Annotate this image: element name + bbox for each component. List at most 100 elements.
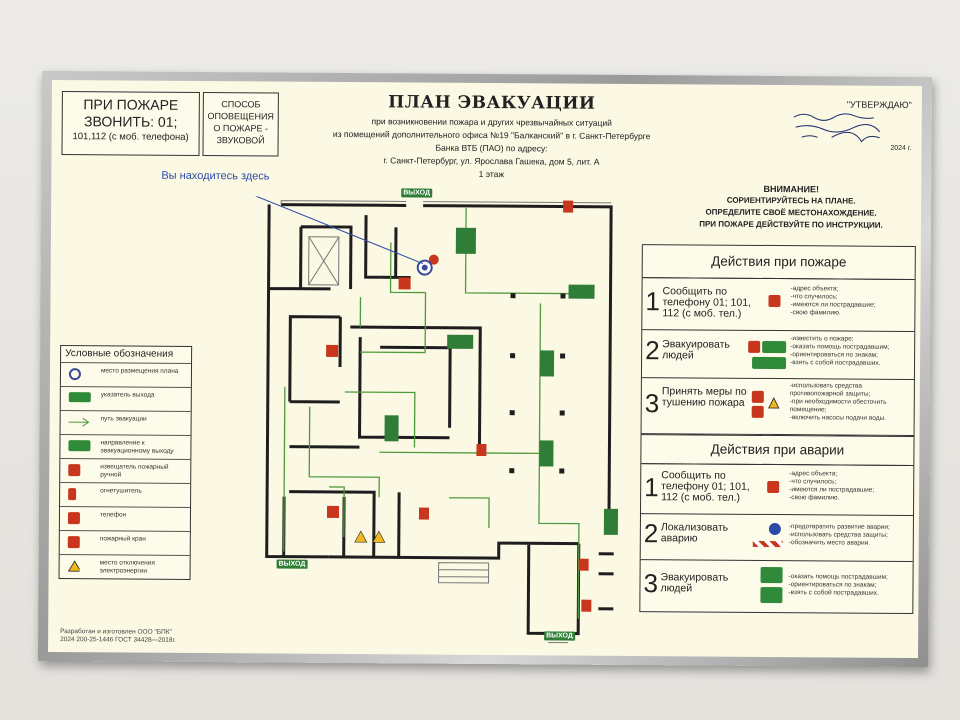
note: -включить насосы подачи воды.	[789, 414, 887, 422]
plan-exit-signs	[384, 227, 619, 535]
attention-block: ВНИМАНИЕ! СОРИЕНТИРУЙТЕСЬ НА ПЛАНЕ. ОПРЕ…	[691, 182, 891, 231]
evacuation-direction-icon	[68, 440, 91, 452]
floor-plan	[248, 196, 619, 644]
step-number: 1	[644, 472, 659, 503]
legend-item: место размещения плана	[60, 362, 192, 388]
step-text: Сообщить по телефону 01; 101, 112 (с моб…	[661, 469, 750, 504]
exit-sign-icon	[752, 356, 787, 370]
step-number: 3	[643, 568, 659, 599]
legend-label: пожарный кран	[99, 535, 146, 543]
telephone-icon	[768, 294, 781, 308]
fire-alarm-button-icon	[68, 464, 81, 477]
step-number: 2	[645, 335, 660, 366]
title-line-4: г. Санкт-Петербург, ул. Ярослава Гашека,…	[383, 155, 600, 167]
plan-thin-lines	[280, 200, 612, 644]
plan-fire-equipment	[326, 200, 592, 612]
step-text: Принять меры по тушению пожара	[661, 385, 747, 409]
legend-label: направление к эвакуационному выходу	[100, 439, 174, 455]
legend-item: путь эвакуации	[60, 410, 191, 436]
page-title: ПЛАН ЭВАКУАЦИИ	[388, 92, 596, 114]
fire-call-mobile: 101,112 (с моб. телефона)	[72, 131, 189, 143]
step-text: Эвакуировать людей	[662, 338, 730, 362]
fire-extinguisher-icon	[476, 443, 487, 457]
legend-panel: Условные обозначения место размещения пл…	[58, 345, 193, 580]
legend-title: Условные обозначения	[65, 348, 174, 360]
telephone-icon	[767, 480, 780, 494]
fire-extinguisher-icon	[563, 200, 574, 213]
step-notes: -оказать помощь пострадавшим; -ориентиро…	[788, 573, 887, 598]
title-line-3: Банка ВТБ (ПАО) по адресу:	[435, 142, 548, 154]
step-notes: -адрес объекта; -что случилось; -имеются…	[789, 470, 874, 503]
footer-line-2: 2024 200-25-1446 ГОСТ 34428—2018г.	[60, 636, 176, 644]
note: -взять с собой пострадавших.	[788, 589, 879, 597]
fire-actions-panel: Действия при пожаре 1 Сообщить по телефо…	[640, 244, 916, 437]
legend-label: место отключения электроэнергии	[99, 559, 155, 575]
step-notes: -предотвратить развитие аварии; -использ…	[789, 523, 890, 548]
step-notes: -адрес объекта; -что случилось; -имеются…	[790, 285, 875, 318]
exit-badge-bottom-right: ВЫХОД	[544, 631, 575, 641]
step-text: Локализовать аварию	[660, 521, 729, 545]
exit-direction-sign	[539, 350, 555, 377]
legend-label: телефон	[99, 511, 127, 519]
step-number: 3	[644, 388, 660, 419]
exit-sign-icon	[68, 392, 91, 403]
approval-stamp: "УТВЕРЖДАЮ" 2024 г.	[791, 99, 912, 160]
legend-item: извещатель пожарный ручной	[60, 458, 191, 484]
evacuation-path-icon	[68, 417, 90, 427]
fire-step-2: 2 Эвакуировать людей -известить о пожаре…	[641, 329, 915, 380]
attention-line-3: ПРИ ПОЖАРЕ ДЕЙСТВУЙТЕ ПО ИНСТРУКЦИИ.	[699, 219, 883, 230]
evacuation-direction-icon	[762, 340, 787, 354]
you-are-here-label: Вы находитесь здесь	[161, 169, 270, 183]
legend-label: извещатель пожарный ручной	[100, 463, 169, 479]
accident-step-3: 3 Эвакуировать людей -оказать помощь пос…	[640, 559, 913, 613]
fire-extinguisher-icon	[581, 599, 592, 612]
first-aid-icon	[760, 566, 783, 584]
exit-direction-sign	[384, 415, 399, 442]
fire-hydrant-icon	[751, 405, 764, 418]
step-text: Эвакуировать людей	[660, 571, 729, 595]
fire-hydrant-icon	[67, 536, 80, 549]
exit-badge-bottom-left: ВЫХОД	[276, 559, 308, 569]
legend-item: направление к эвакуационному выходу	[60, 434, 191, 460]
fire-call-title: ПРИ ПОЖАРЕ	[83, 96, 179, 113]
accident-step-2: 2 Локализовать аварию -предотвратить раз…	[640, 513, 913, 562]
legend-label: место размещения плана	[100, 367, 179, 375]
step-notes: -известить о пожаре; -оказать помощь пос…	[790, 335, 889, 368]
fire-call-number: ЗВОНИТЬ: 01;	[83, 113, 178, 130]
title-line-5: 1 этаж	[478, 168, 505, 180]
exit-direction-sign	[539, 440, 554, 467]
fire-step-1: 1 Сообщить по телефону 01; 101, 112 (с м…	[642, 277, 915, 332]
protective-equipment-icon	[768, 522, 781, 536]
power-off-icon	[67, 560, 80, 572]
telephone-icon	[67, 512, 80, 525]
evacuation-plan-frame: ПРИ ПОЖАРЕ ЗВОНИТЬ: 01; 101,112 (с моб. …	[37, 70, 933, 668]
fire-step-3: 3 Принять меры по тушению пожара -исполь…	[641, 377, 914, 435]
note: -свою фамилию.	[790, 309, 841, 317]
power-off-icon	[768, 397, 780, 409]
note: -взять с собой пострадавших.	[790, 359, 881, 367]
exit-direction-sign	[568, 284, 595, 299]
legend-label: путь эвакуации	[100, 415, 147, 423]
plan-columns	[509, 293, 566, 474]
step-text: Сообщить по телефону 01; 101, 112 (с моб…	[662, 285, 752, 320]
accident-step-1: 1 Сообщить по телефону 01; 101, 112 (с м…	[640, 463, 914, 516]
plan-location-icon	[68, 368, 81, 381]
fire-call-box: ПРИ ПОЖАРЕ ЗВОНИТЬ: 01; 101,112 (с моб. …	[61, 91, 200, 157]
legend-item: телефон	[59, 506, 191, 532]
evacuation-plan-sheet: ПРИ ПОЖАРЕ ЗВОНИТЬ: 01; 101,112 (с моб. …	[48, 79, 922, 659]
exit-direction-sign	[603, 508, 619, 535]
evacuation-direction-icon	[760, 586, 783, 604]
alert-method-box: СПОСОБ ОПОВЕЩЕНИЯ О ПОЖАРЕ - ЗВУКОВОЙ	[202, 92, 279, 157]
legend-item: место отключения электроэнергии	[59, 554, 190, 580]
title-block: ПЛАН ЭВАКУАЦИИ при возникновении пожара …	[301, 92, 682, 181]
legend-item: огнетушитель	[60, 482, 191, 508]
fire-actions-title: Действия при пожаре	[642, 245, 915, 280]
power-off-icon	[372, 530, 386, 543]
telephone-icon	[326, 344, 339, 357]
footer: Разработан и изготовлен ООО "БПК" 2024 2…	[60, 628, 176, 645]
exit-badge-top: ВЫХОД	[401, 188, 433, 198]
fire-alarm-button-icon	[578, 558, 589, 571]
alert-method-l2: ОПОВЕЩЕНИЯ	[207, 111, 274, 122]
accident-actions-panel: Действия при аварии 1 Сообщить по телефо…	[639, 434, 915, 614]
fire-extinguisher-icon	[751, 390, 764, 403]
